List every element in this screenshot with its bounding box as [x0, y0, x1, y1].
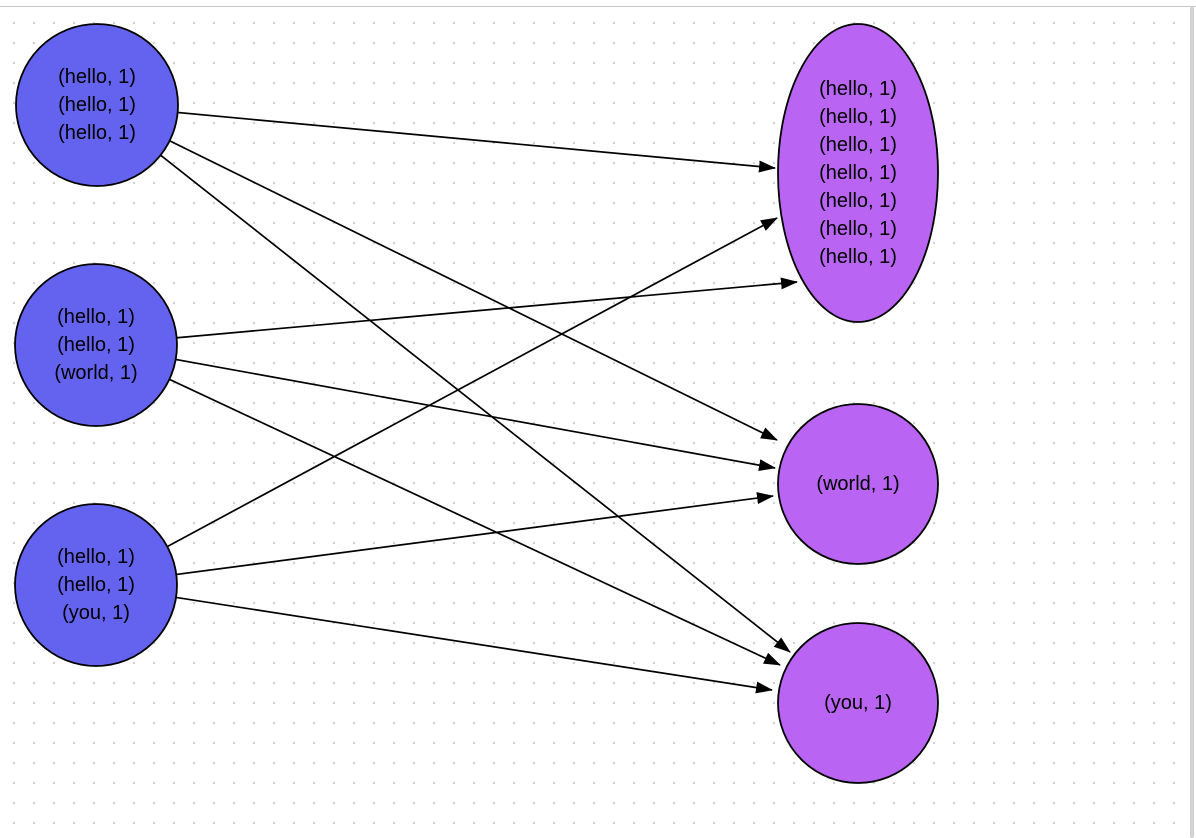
edge-map-1-to-reduce-hello[interactable] — [95, 277, 798, 346]
map-node-shape[interactable] — [15, 23, 179, 187]
node-label-line: (hello, 1) — [819, 246, 897, 268]
window-top-border — [0, 6, 1196, 7]
edge-map-0-to-reduce-hello[interactable] — [96, 104, 776, 173]
node-label-line: (hello, 1) — [58, 94, 136, 116]
node-label-line: (hello, 1) — [57, 574, 135, 596]
node-label: (hello, 1) (hello, 1) (world, 1) — [54, 306, 137, 384]
node-label-line: (you, 1) — [824, 692, 892, 714]
node-label-line: (hello, 1) — [58, 122, 136, 144]
edge-map-1-to-reduce-world[interactable] — [95, 344, 776, 472]
edge-map-2-to-reduce-world[interactable] — [95, 492, 774, 586]
nodes-layer: (hello, 1)(hello, 1)(hello, 1)(hello, 1)… — [14, 23, 939, 784]
node-map-0[interactable]: (hello, 1) (hello, 1) (hello, 1) — [15, 23, 179, 187]
node-label: (hello, 1) (hello, 1) (you, 1) — [57, 546, 135, 624]
node-label: (world, 1) — [816, 473, 899, 495]
edge-map-1-to-reduce-you[interactable] — [95, 344, 781, 666]
node-reduce-you[interactable]: (you, 1) — [777, 622, 939, 784]
node-reduce-hello[interactable]: (hello, 1) (hello, 1) (hello, 1) (hello, 1)… — [777, 23, 939, 323]
node-reduce-world[interactable]: (world, 1) — [777, 403, 939, 565]
node-label-line: (hello, 1) — [57, 334, 135, 356]
node-label: (hello, 1) (hello, 1) (hello, 1) — [58, 66, 136, 144]
reduce-node-shape[interactable] — [777, 23, 939, 323]
node-label: (you, 1) — [824, 692, 892, 714]
node-label-line: (hello, 1) — [57, 546, 135, 568]
edges-layer — [95, 104, 798, 694]
scrollbar-track — [1184, 7, 1196, 838]
edge-map-0-to-reduce-world[interactable] — [96, 104, 778, 441]
edge-map-2-to-reduce-hello[interactable] — [95, 217, 778, 586]
reduce-node-shape[interactable] — [777, 403, 939, 565]
node-map-2[interactable]: (hello, 1) (hello, 1) (you, 1) — [14, 503, 178, 667]
diagram-canvas — [0, 7, 1184, 838]
edge-map-0-to-reduce-you[interactable] — [96, 104, 791, 653]
map-node-shape[interactable] — [14, 503, 178, 667]
map-node-shape[interactable] — [14, 263, 178, 427]
node-label: (hello, 1) (hello, 1) (hello, 1) (hello, 1)… — [819, 78, 897, 268]
node-label-line: (hello, 1) — [819, 78, 897, 100]
node-label-line: (hello, 1) — [58, 66, 136, 88]
edge-map-2-to-reduce-you[interactable] — [95, 584, 773, 694]
node-label-line: (hello, 1) — [819, 218, 897, 240]
node-map-1[interactable]: (hello, 1) (hello, 1) (world, 1) — [14, 263, 178, 427]
node-label-line: (hello, 1) — [819, 190, 897, 212]
reduce-node-shape[interactable] — [777, 622, 939, 784]
node-label-line: (hello, 1) — [819, 106, 897, 128]
node-label-line: (hello, 1) — [57, 306, 135, 328]
node-label-line: (hello, 1) — [819, 162, 897, 184]
node-label-line: (world, 1) — [816, 473, 899, 495]
node-label-line: (hello, 1) — [819, 134, 897, 156]
scrollbar-thumb[interactable] — [1190, 7, 1194, 838]
node-label-line: (you, 1) — [62, 602, 130, 624]
node-label-line: (world, 1) — [54, 362, 137, 384]
